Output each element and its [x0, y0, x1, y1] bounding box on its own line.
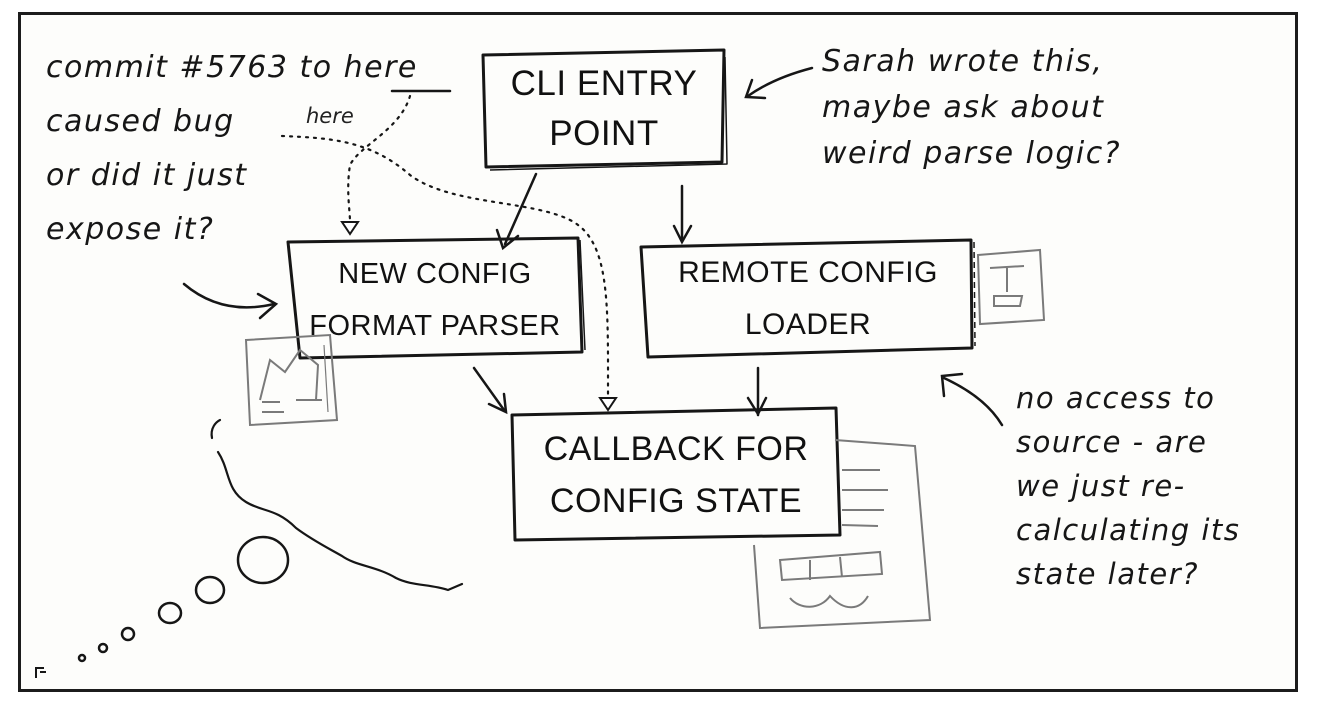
box-remote-outline: [639, 238, 976, 359]
box-remote-config-loader: REMOTE CONFIG LOADER: [645, 244, 971, 354]
box-cli-entry-point: CLI ENTRY POINT: [484, 52, 724, 166]
arrow-noaccess-to-remote: [942, 376, 1004, 427]
note-commit-bug: commit #5763 to here caused bug or did i…: [46, 41, 418, 257]
box-cli-line-1: CLI ENTRY: [510, 64, 698, 103]
note-noaccess-line-2: source - are: [1016, 425, 1208, 459]
arrow-sarah-to-cli-head: [744, 78, 767, 100]
arrow-cli-to-parser-head: [495, 228, 520, 251]
box-callback-line-2: CONFIG STATE: [549, 482, 803, 520]
note-noaccess-line-1: no access to: [1016, 381, 1216, 415]
note-noaccess-line-3: we just re-: [1016, 469, 1186, 503]
bubble-3: [157, 601, 183, 625]
arrow-cli-to-remote-head: [672, 224, 693, 245]
bubble-6: [77, 653, 87, 663]
box-parser-outline: [286, 236, 586, 360]
box-remote-line-1: REMOTE CONFIG: [678, 256, 938, 289]
dotted-arrows: [280, 94, 610, 400]
note-no-access: no access to source - are we just re- ca…: [1016, 376, 1240, 596]
box-parser-line-1: NEW CONFIG: [338, 258, 532, 290]
arrow-commit-to-parser: [182, 282, 276, 309]
note-here-label: here: [306, 104, 354, 128]
arrow-noaccess-to-remote-head: [940, 372, 964, 398]
box-parser-line-2: FORMAT PARSER: [309, 310, 561, 342]
dotted-here2-to-callback: [280, 134, 610, 400]
note-noaccess-line-5: state later?: [1016, 557, 1200, 591]
note-commit-line-3: or did it just: [46, 158, 248, 193]
arrow-sarah-to-cli: [746, 66, 814, 98]
note-commit-line-1: commit #5763 to here: [46, 50, 418, 85]
bubble-1: [236, 535, 290, 585]
note-commit-line-4: expose it?: [46, 212, 215, 247]
dotted-arrowheads: [340, 221, 618, 412]
doodle-callback-sheet: [753, 439, 932, 630]
box-remote-line-2: LOADER: [744, 308, 872, 341]
diagram-arrows: [182, 66, 1004, 427]
note-sarah-line-3: weird parse logic?: [822, 136, 1122, 171]
thought-cloud: [210, 418, 464, 592]
note-sarah: Sarah wrote this, maybe ask about weird …: [822, 39, 1121, 177]
arrow-parser-to-callback: [472, 366, 506, 412]
bubble-5: [97, 642, 109, 654]
box-cli-outline: [481, 48, 728, 171]
note-commit-line-2: caused bug: [46, 104, 235, 139]
thought-bubbles: [77, 535, 290, 663]
arrow-remote-to-callback-head: [746, 396, 768, 417]
box-cli-line-2: POINT: [549, 114, 659, 153]
doodle-parser-sketch: [244, 333, 339, 427]
note-sarah-line-1: Sarah wrote this,: [822, 44, 1104, 79]
tiny-figure: [35, 667, 46, 678]
box-callback-outline: [510, 406, 842, 542]
dotted-here-to-parser: [347, 94, 412, 224]
arrow-parser-to-callback-head: [487, 392, 508, 415]
box-callback-config-state: CALLBACK FOR CONFIG STATE: [514, 412, 838, 538]
note-sarah-line-2: maybe ask about: [822, 90, 1105, 125]
box-new-config-parser: NEW CONFIG FORMAT PARSER: [292, 244, 578, 356]
bubble-2: [194, 575, 226, 605]
arrow-cli-to-parser: [503, 172, 538, 246]
comic-panel: [18, 12, 1298, 692]
note-noaccess-line-4: calculating its: [1016, 513, 1241, 547]
arrow-commit-to-parser-head: [256, 292, 279, 320]
bubble-4: [120, 626, 136, 642]
doodle-remote-sketch: [976, 248, 1046, 326]
box-callback-line-1: CALLBACK FOR: [543, 430, 809, 468]
